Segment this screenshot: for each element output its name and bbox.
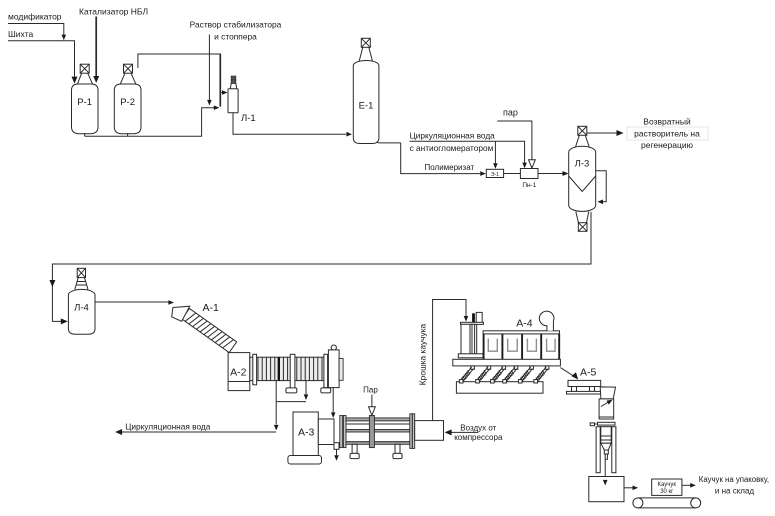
svg-text:Э-1: Э-1 [491,172,499,178]
svg-text:Шихта: Шихта [8,29,33,39]
svg-text:Возвратный: Возвратный [643,117,691,127]
svg-text:и на склад: и на склад [715,487,754,496]
svg-text:Р-1: Р-1 [77,97,92,108]
svg-text:30 кг: 30 кг [660,489,674,495]
svg-text:Л-4: Л-4 [74,303,89,314]
svg-text:Е-1: Е-1 [359,100,374,111]
svg-text:Р-2: Р-2 [120,97,135,108]
svg-text:с антиогломератором: с антиогломератором [410,143,494,153]
svg-text:А-2: А-2 [230,366,247,378]
svg-text:Циркуляционная вода: Циркуляционная вода [410,130,496,140]
svg-text:Каучук: Каучук [658,482,677,488]
svg-text:А-1: А-1 [203,302,220,314]
svg-text:модификатор: модификатор [8,12,62,22]
svg-text:Л-1: Л-1 [241,113,256,124]
svg-text:Циркуляционная вода: Циркуляционная вода [125,422,211,432]
svg-text:Воздух от: Воздух от [460,423,496,432]
svg-text:А-3: А-3 [298,427,315,439]
svg-text:регенерацию: регенерацию [641,140,694,150]
svg-text:А-4: А-4 [516,318,533,330]
svg-text:Раствор стабилизатора: Раствор стабилизатора [190,20,282,30]
svg-text:компрессора: компрессора [454,433,503,442]
svg-text:А-5: А-5 [580,367,597,379]
svg-text:Катализатор НБЛ: Катализатор НБЛ [79,7,148,17]
svg-text:пар: пар [503,108,518,118]
svg-text:Крошка каучука: Крошка каучука [418,323,428,385]
svg-text:Полимеризат: Полимеризат [425,163,475,172]
svg-text:Пн-1: Пн-1 [522,182,536,189]
svg-text:Л-3: Л-3 [575,158,590,169]
svg-text:растворитель на: растворитель на [634,129,700,139]
svg-text:Пар: Пар [363,386,378,395]
svg-text:и стоппера: и стоппера [214,32,257,42]
svg-text:Каучук на упаковку,: Каучук на упаковку, [699,475,769,484]
